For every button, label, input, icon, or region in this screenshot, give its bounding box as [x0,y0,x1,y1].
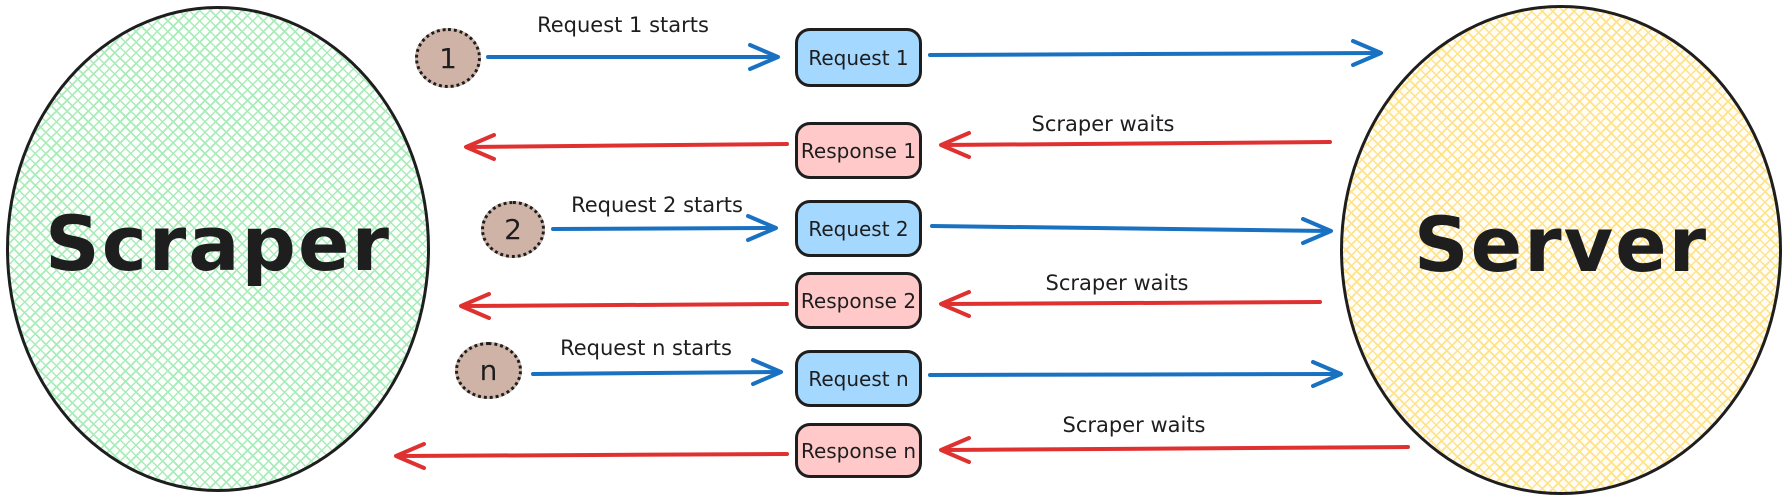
scraper-waits-label-n: Scraper waits [1062,413,1206,437]
server-label: Server [1413,199,1709,289]
request-1-starts-label: Request 1 starts [537,13,709,37]
response-1-to-scraper-arrow [464,133,789,161]
response-2-box: Response 2 [795,272,922,329]
scraper-waits-label-1: Scraper waits [1031,112,1175,136]
request-1-to-server-arrow [928,39,1383,67]
response-1-box: Response 1 [795,122,922,179]
request-n-start-arrow [531,358,783,386]
request-2-box: Request 2 [795,200,922,257]
scraper-node: Scraper [6,6,430,492]
request-n-to-server-arrow [928,360,1343,388]
request-1-box: Request 1 [795,28,922,87]
request-2-start-arrow [551,214,778,242]
request-1-start-arrow [486,43,780,71]
request-n-starts-label: Request n starts [560,336,732,360]
response-n-box: Response n [795,423,922,478]
scraper-label: Scraper [45,198,391,288]
response-n-to-scraper-arrow [394,442,789,470]
server-to-response-n-arrow [939,436,1410,464]
request-2-to-server-arrow [930,217,1333,245]
scraper-waits-label-2: Scraper waits [1045,271,1189,295]
request-n-box: Request n [795,350,922,407]
request-2-starts-label: Request 2 starts [571,193,743,217]
step-badge-1: 1 [415,28,481,88]
server-to-response-2-arrow [939,290,1322,318]
response-2-to-scraper-arrow [459,292,789,320]
step-badge-n: n [455,342,522,399]
server-node: Server [1340,5,1782,495]
server-to-response-1-arrow [939,131,1332,159]
step-badge-2: 2 [481,201,545,258]
